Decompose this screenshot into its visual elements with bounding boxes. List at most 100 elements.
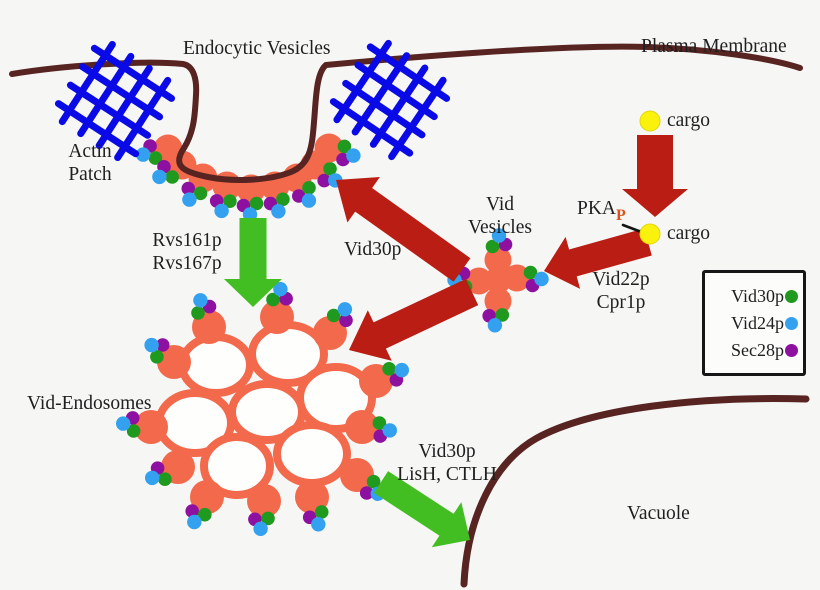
legend: Vid30p Vid24p Sec28p (702, 270, 806, 376)
dot-green (523, 265, 538, 280)
dot-blue (271, 204, 286, 219)
dot-blue (337, 302, 353, 317)
endosome-to-vacuole-arrow (373, 471, 470, 548)
endosome-ring (273, 421, 351, 487)
dot-blue (135, 147, 151, 162)
legend-item-label: Vid30p (731, 286, 784, 306)
dot-blue (182, 192, 197, 207)
cargo-bottom-label: cargo (667, 223, 710, 244)
plasma-membrane-line (9, 43, 803, 183)
dot-blue (116, 416, 131, 431)
vid22p-cpr1p-arrow (544, 228, 652, 289)
coated-vesicle (145, 450, 195, 487)
coated-vesicle (484, 228, 513, 274)
legend-item: Vid24p (705, 314, 798, 332)
dot-blue (145, 470, 160, 486)
dot-green (382, 362, 396, 376)
coated-vesicle (314, 133, 361, 167)
dot-green (372, 416, 387, 430)
coated-vesicle (340, 458, 385, 501)
coated-vesicle (482, 287, 512, 333)
dot-green (126, 424, 141, 438)
actin-filament-mesh (329, 39, 451, 161)
actin-patches (54, 39, 451, 162)
dot-blue (152, 169, 167, 185)
dot-green (302, 181, 316, 195)
vid30p-arrow-label: Vid30p (344, 239, 402, 260)
coated-vesicle (247, 484, 281, 536)
cargo-markers (621, 110, 661, 245)
dot-blue (487, 318, 503, 333)
dot-green (485, 239, 500, 254)
dot-green (366, 474, 381, 489)
dot-purple (317, 173, 332, 188)
dot-blue (394, 362, 409, 378)
coated-vesicle (260, 282, 294, 334)
coated-vesicle (144, 337, 191, 379)
vid-endosome-cluster (116, 282, 409, 536)
dot-green (495, 308, 510, 322)
legend-item-label: Sec28p (731, 340, 784, 360)
dot-purple (359, 486, 374, 500)
vid30p-lish-ctlh-label: Vid30p LisH, CTLH (397, 441, 497, 485)
cargo-bottom-circle (639, 223, 661, 245)
legend-item: Sec28p (705, 341, 798, 359)
sec28p-color-dot (785, 343, 798, 357)
dot-blue (193, 293, 208, 308)
coated-vesicle (185, 480, 224, 530)
vid30p-arrow (336, 177, 471, 282)
coated-vesicle (116, 410, 168, 444)
dot-blue (144, 337, 159, 353)
rvs-proteins-label: Rvs161p Rvs167p (152, 230, 222, 274)
vid-vesicle-cluster (447, 228, 549, 333)
coated-vesicle (503, 264, 549, 293)
vid30p-color-dot (785, 289, 798, 303)
dot-blue (491, 228, 507, 243)
coated-vesicle (313, 302, 353, 350)
vesicle-to-endosome-arrow (349, 278, 479, 361)
dot-green (276, 192, 290, 207)
dot-green (326, 308, 341, 323)
cargo-top-label: cargo (667, 110, 710, 131)
dot-blue (301, 193, 317, 208)
endocytic-vesicles-label: Endocytic Vesicles (183, 38, 331, 59)
dot-green (323, 162, 337, 176)
coated-vesicle (345, 410, 397, 444)
coated-vesicle (359, 362, 409, 398)
dot-blue (273, 282, 288, 297)
dot-blue (311, 517, 326, 532)
phospho-p: P (616, 207, 626, 224)
dot-green (198, 507, 212, 522)
plasma-membrane-label: Plasma Membrane (641, 36, 787, 57)
vid-vesicles-label: Vid Vesicles (468, 194, 532, 238)
dot-blue (382, 423, 397, 438)
rvs-scission-arrow (224, 218, 282, 307)
dot-blue (214, 203, 229, 219)
legend-item-label: Vid24p (731, 313, 784, 333)
dot-green (158, 472, 172, 487)
dot-green (191, 306, 205, 320)
vid24p-color-dot (785, 316, 798, 330)
pathway-arrows (224, 135, 688, 548)
endocytic-pit-vesicles (135, 133, 361, 222)
dot-blue (253, 521, 268, 536)
dot-green (261, 511, 275, 526)
dot-blue (187, 514, 202, 530)
dot-purple (185, 504, 199, 518)
pka-label: PKAP (577, 198, 626, 224)
dot-purple (155, 338, 170, 352)
cargo-top-circle (639, 110, 661, 132)
dot-green (337, 139, 352, 154)
dot-purple (181, 181, 196, 196)
dot-green (266, 292, 280, 307)
actin-filament-mesh (54, 40, 176, 162)
endosome-ring (200, 433, 274, 499)
dot-blue (534, 271, 549, 287)
dot-green (148, 151, 163, 165)
legend-item: Vid30p (705, 287, 798, 305)
cargo-internalization-arrow (622, 135, 688, 217)
dot-blue (346, 148, 361, 163)
coated-vesicle (191, 293, 226, 344)
